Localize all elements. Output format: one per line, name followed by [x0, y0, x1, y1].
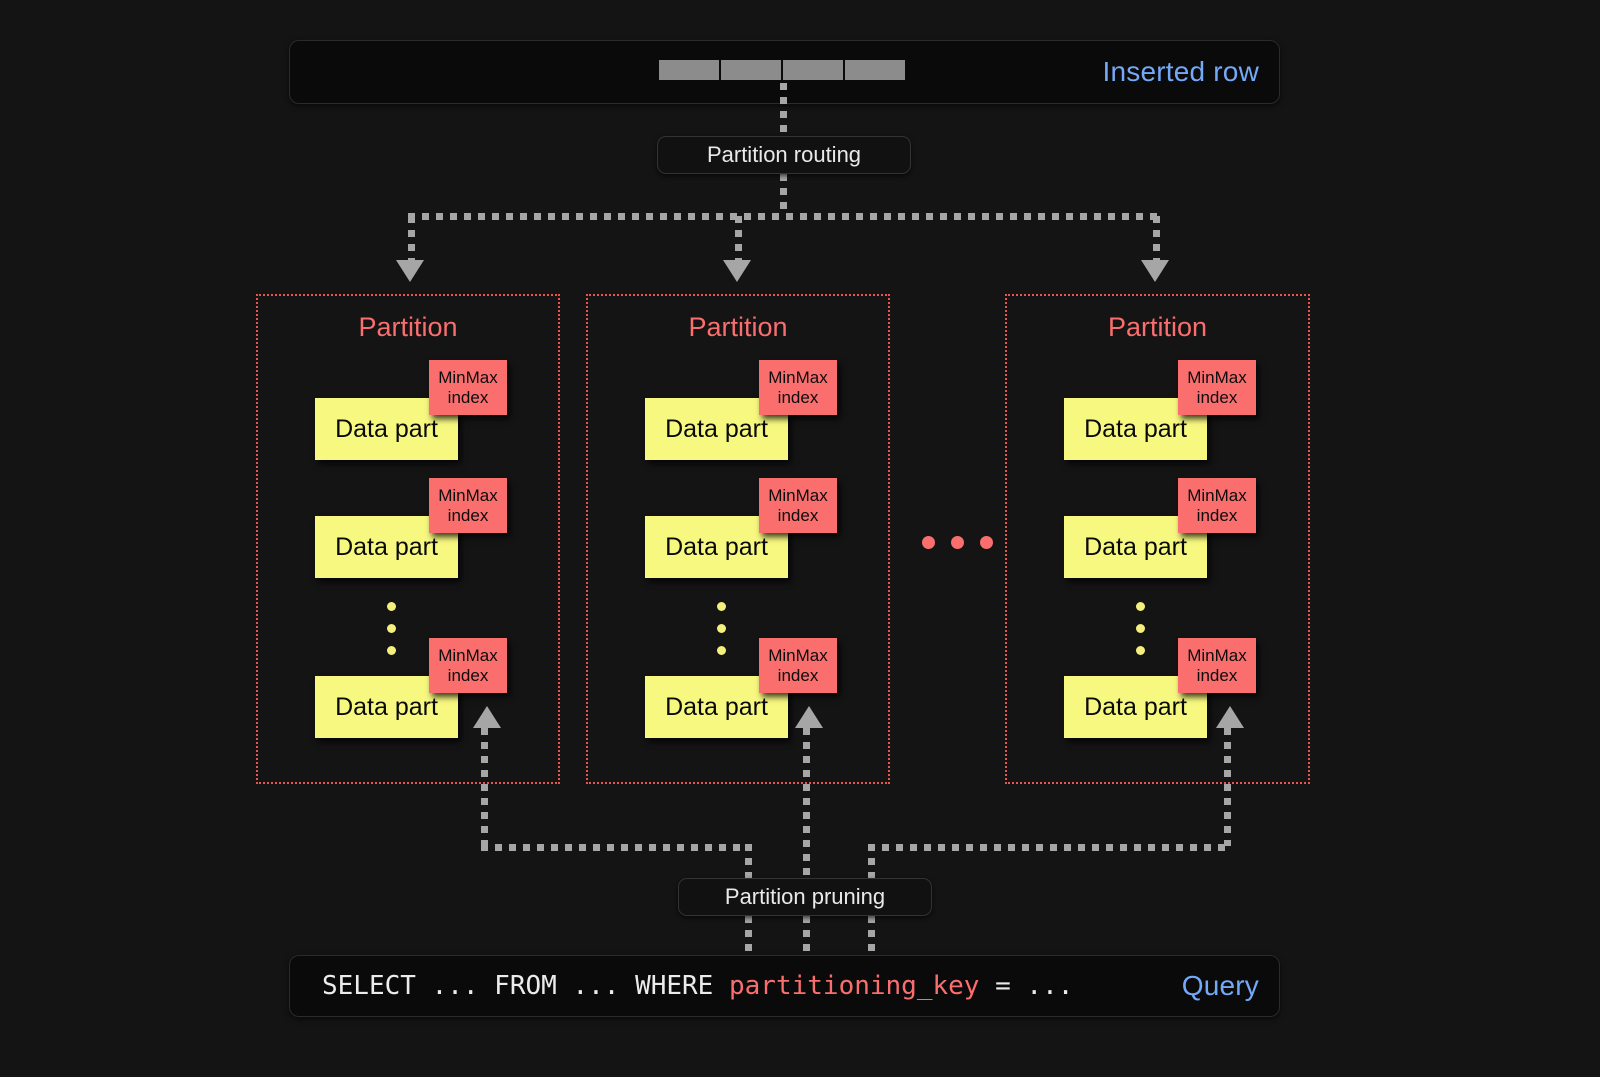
arrow-up-icon [473, 706, 501, 728]
minmax-index-label-line1: MinMax [768, 367, 828, 387]
data-part-row: MinMax index Data part [1064, 638, 1264, 738]
inserted-row-cells [659, 60, 905, 80]
connector-bus-to-partition-1 [408, 216, 415, 262]
arrow-down-icon [723, 260, 751, 282]
partition-box-2: Partition MinMax index Data part MinMax … [586, 294, 890, 784]
connector-row-to-routing [780, 83, 787, 136]
minmax-index-label-line2: index [1196, 665, 1238, 685]
minmax-index-box: MinMax index [1178, 478, 1256, 533]
partition-box-1: Partition MinMax index Data part MinMax … [256, 294, 560, 784]
minmax-index-label-line1: MinMax [1187, 645, 1247, 665]
partitions-ellipsis [922, 536, 993, 549]
inserted-row-label: Inserted row [1102, 56, 1259, 87]
arrow-up-icon [1216, 706, 1244, 728]
minmax-index-label-line1: MinMax [1187, 485, 1247, 505]
vertical-ellipsis [387, 602, 396, 655]
minmax-index-box: MinMax index [429, 638, 507, 693]
connector-routing-bus [408, 213, 1160, 220]
connector-pruning-to-partition-1 [481, 728, 488, 846]
minmax-index-label-line2: index [447, 505, 489, 525]
connector-pruning-to-partition-3 [1224, 728, 1231, 846]
minmax-index-box: MinMax index [1178, 360, 1256, 415]
minmax-index-label-line2: index [447, 387, 489, 407]
row-cell [845, 60, 905, 80]
connector-pruning-to-query-left [745, 916, 752, 956]
partition-box-3: Partition MinMax index Data part MinMax … [1005, 294, 1310, 784]
arrow-down-icon [1141, 260, 1169, 282]
minmax-index-label-line1: MinMax [438, 485, 498, 505]
connector-gather-left [481, 844, 751, 851]
arrow-up-icon [795, 706, 823, 728]
vertical-ellipsis [717, 602, 726, 655]
minmax-index-label-line2: index [777, 387, 819, 407]
row-cell [783, 60, 843, 80]
connector-gather-right [868, 844, 1231, 851]
partition-routing-node: Partition routing [657, 136, 911, 174]
data-part-box: Data part [315, 676, 458, 738]
connector-bus-to-partition-2 [735, 216, 742, 262]
query-label: Query [1181, 970, 1259, 1001]
minmax-index-box: MinMax index [759, 638, 837, 693]
minmax-index-label-line2: index [1196, 505, 1238, 525]
minmax-index-label-line1: MinMax [768, 485, 828, 505]
data-part-row: MinMax index Data part [645, 638, 845, 738]
query-text-after: = ... [979, 971, 1074, 1001]
data-part-box: Data part [315, 398, 458, 460]
minmax-index-label-line2: index [1196, 387, 1238, 407]
connector-routing-to-bus [780, 174, 787, 216]
data-part-row: MinMax index Data part [1064, 478, 1264, 578]
row-cell [659, 60, 719, 80]
minmax-index-label-line1: MinMax [1187, 367, 1247, 387]
minmax-index-label-line2: index [777, 665, 819, 685]
query-text: SELECT ... FROM ... WHERE partitioning_k… [322, 971, 1073, 1001]
data-part-row: MinMax index Data part [315, 360, 515, 460]
partition-pruning-node: Partition pruning [678, 878, 932, 916]
query-text-before: SELECT ... FROM ... WHERE [322, 971, 729, 1001]
minmax-index-label-line2: index [777, 505, 819, 525]
data-part-row: MinMax index Data part [1064, 360, 1264, 460]
vertical-ellipsis [1136, 602, 1145, 655]
data-part-row: MinMax index Data part [645, 478, 845, 578]
minmax-index-box: MinMax index [1178, 638, 1256, 693]
minmax-index-box: MinMax index [429, 360, 507, 415]
partition-title: Partition [358, 312, 458, 342]
connector-into-pruning-right [868, 844, 875, 882]
minmax-index-box: MinMax index [759, 478, 837, 533]
partition-title: Partition [1107, 312, 1208, 342]
query-keyword: partitioning_key [729, 971, 980, 1001]
connector-into-pruning-left [745, 844, 752, 882]
minmax-index-box: MinMax index [429, 478, 507, 533]
partition-title: Partition [688, 312, 788, 342]
row-cell [721, 60, 781, 80]
minmax-index-label-line2: index [447, 665, 489, 685]
query-bar: SELECT ... FROM ... WHERE partitioning_k… [289, 955, 1280, 1017]
minmax-index-label-line1: MinMax [438, 367, 498, 387]
connector-pruning-to-query-center [803, 916, 810, 956]
minmax-index-label-line1: MinMax [768, 645, 828, 665]
connector-pruning-to-query-right [868, 916, 875, 956]
data-part-row: MinMax index Data part [645, 360, 845, 460]
data-part-row: MinMax index Data part [315, 478, 515, 578]
data-part-row: MinMax index Data part [315, 638, 515, 738]
minmax-index-label-line1: MinMax [438, 645, 498, 665]
connector-pruning-to-partition-2 [803, 728, 810, 878]
arrow-down-icon [396, 260, 424, 282]
minmax-index-box: MinMax index [759, 360, 837, 415]
connector-bus-to-partition-3 [1153, 216, 1160, 262]
